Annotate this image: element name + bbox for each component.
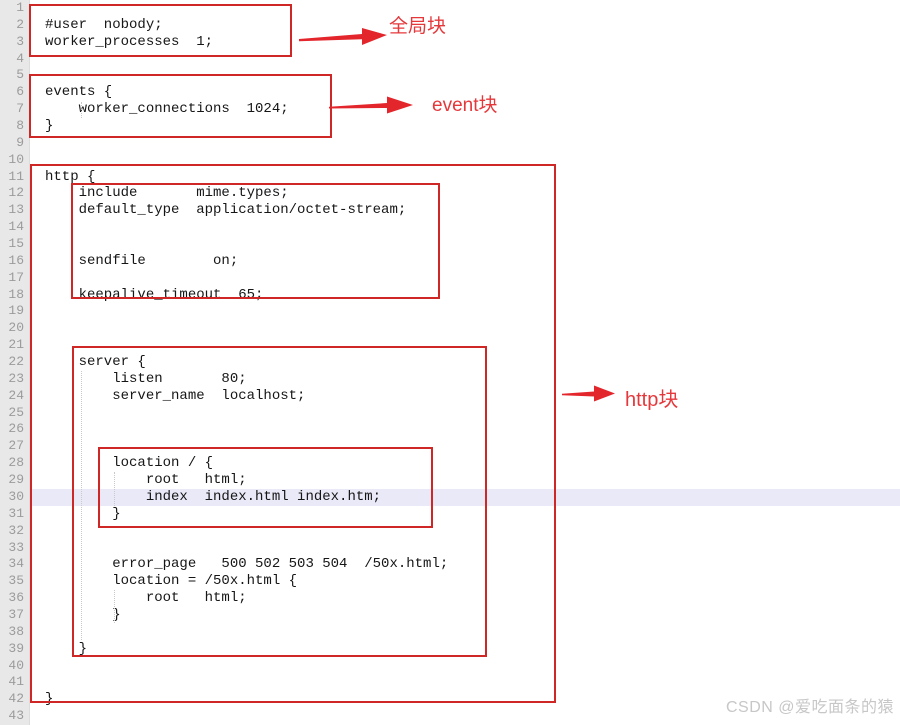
indent-guide: [81, 371, 82, 640]
line-number[interactable]: 38: [8, 623, 24, 639]
code-line[interactable]: include mime.types;: [45, 185, 289, 202]
annotation-box-server: [72, 346, 487, 657]
code-line[interactable]: default_type application/octet-stream;: [45, 202, 407, 219]
annotation-box-global: [29, 4, 292, 57]
line-number[interactable]: 7: [16, 101, 24, 117]
label-event-block: event块: [432, 95, 498, 116]
line-number[interactable]: 18: [8, 286, 24, 302]
line-number[interactable]: 14: [8, 219, 24, 235]
code-line[interactable]: }: [45, 606, 121, 623]
code-line[interactable]: }: [45, 505, 121, 522]
line-number[interactable]: 28: [8, 455, 24, 471]
indent-guide: [114, 590, 115, 623]
line-number[interactable]: 39: [8, 640, 24, 656]
line-number[interactable]: 32: [8, 522, 24, 538]
line-number[interactable]: 6: [16, 84, 24, 100]
code-line[interactable]: }: [45, 691, 54, 708]
line-number[interactable]: 41: [8, 674, 24, 690]
code-line[interactable]: }: [45, 118, 54, 135]
line-number[interactable]: 22: [8, 354, 24, 370]
line-number[interactable]: 30: [8, 488, 24, 504]
line-number[interactable]: 16: [8, 252, 24, 268]
annotation-box-location: [98, 447, 433, 528]
line-number[interactable]: 36: [8, 590, 24, 606]
code-line[interactable]: listen 80;: [45, 370, 247, 387]
line-number[interactable]: 35: [8, 573, 24, 589]
line-number[interactable]: 4: [16, 50, 24, 66]
code-line[interactable]: http {: [45, 168, 96, 185]
line-number[interactable]: 3: [16, 33, 24, 49]
line-number[interactable]: 12: [8, 185, 24, 201]
code-line[interactable]: worker_processes 1;: [45, 33, 214, 50]
code-line[interactable]: server_name localhost;: [45, 387, 306, 404]
line-number[interactable]: 21: [8, 337, 24, 353]
line-number[interactable]: 11: [8, 168, 24, 184]
label-http-block: http块: [625, 389, 679, 411]
line-number[interactable]: 37: [8, 606, 24, 622]
line-number[interactable]: 24: [8, 387, 24, 403]
code-line[interactable]: events {: [45, 84, 113, 101]
line-number[interactable]: 26: [8, 421, 24, 437]
line-number[interactable]: 23: [8, 370, 24, 386]
line-number[interactable]: 10: [8, 151, 24, 167]
line-number[interactable]: 13: [8, 202, 24, 218]
line-number[interactable]: 1: [16, 0, 24, 15]
line-number[interactable]: 19: [8, 303, 24, 319]
code-line[interactable]: }: [45, 640, 88, 657]
line-number[interactable]: 33: [8, 539, 24, 555]
code-line[interactable]: #user nobody;: [45, 16, 163, 33]
code-line[interactable]: error_page 500 502 503 504 /50x.html;: [45, 556, 449, 573]
line-number[interactable]: 8: [16, 118, 24, 134]
code-line[interactable]: root html;: [45, 472, 247, 489]
line-number[interactable]: 25: [8, 404, 24, 420]
line-number[interactable]: 34: [8, 556, 24, 572]
csdn-watermark: CSDN @爱吃面条的猿: [725, 699, 894, 716]
line-number[interactable]: 17: [8, 269, 24, 285]
indent-guide: [81, 102, 82, 118]
code-line[interactable]: worker_connections 1024;: [45, 101, 289, 118]
line-number[interactable]: 15: [8, 236, 24, 252]
line-number[interactable]: 43: [8, 708, 24, 724]
line-number[interactable]: 27: [8, 438, 24, 454]
code-line[interactable]: sendfile on;: [45, 252, 239, 269]
code-line[interactable]: server {: [45, 354, 146, 371]
code-line[interactable]: location / {: [45, 455, 214, 472]
line-number[interactable]: 29: [8, 472, 24, 488]
annotation-box-http: [30, 164, 556, 703]
indent-guide: [114, 472, 115, 506]
line-number[interactable]: 2: [16, 16, 24, 32]
code-line[interactable]: root html;: [45, 590, 247, 607]
code-area[interactable]: #user nobody;worker_processes 1; events {…: [30, 0, 900, 725]
annotation-box-include: [71, 183, 440, 299]
line-number[interactable]: 20: [8, 320, 24, 336]
code-line-highlighted[interactable]: index index.html index.htm;: [30, 488, 900, 506]
code-line[interactable]: location = /50x.html {: [45, 573, 298, 590]
annotation-box-events: [29, 74, 332, 138]
line-number[interactable]: 42: [8, 691, 24, 707]
line-number[interactable]: 5: [16, 67, 24, 83]
label-global-block: 全局块: [389, 16, 447, 37]
line-number[interactable]: 9: [16, 134, 24, 150]
line-number[interactable]: 40: [8, 657, 24, 673]
line-number[interactable]: 31: [8, 505, 24, 521]
